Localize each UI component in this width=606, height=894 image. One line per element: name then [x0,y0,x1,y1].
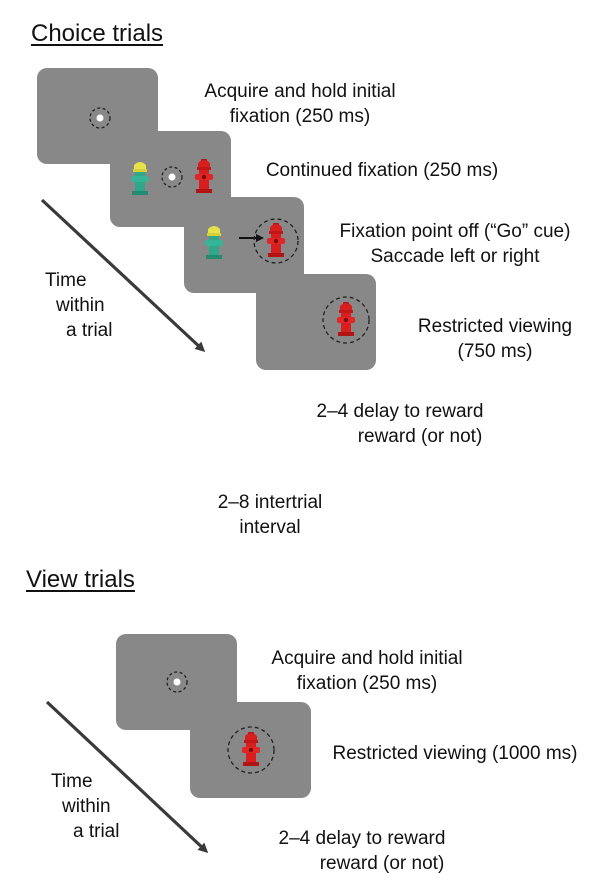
fixation-window-icon [161,166,183,188]
fixation-point-icon [173,678,181,686]
fixation-point-icon [96,114,104,122]
red-hydrant-icon [337,302,355,336]
view-trials-title: View trials [26,566,135,593]
red-hydrant-icon [195,159,213,193]
fixation-window-icon [166,671,188,693]
red-hydrant-icon [242,732,260,766]
green-hydrant-icon [205,226,223,259]
time-arrow-icon [40,198,206,353]
choice-step-2-label: Continued fixation (250 ms) [265,160,499,181]
fixation-point-icon [168,173,176,181]
choice-step-4-label: Restricted viewing(750 ms) [417,316,573,362]
time-arrow-icon [45,700,209,854]
fixation-window-icon [253,218,299,264]
choice-step-3-label: Fixation point off (“Go” cue)Saccade lef… [339,221,571,267]
choice-screen-4 [256,274,376,370]
view-step-2-label: Restricted viewing (1000 ms) [332,743,578,764]
fixation-window-icon [322,296,370,344]
green-hydrant-icon [131,162,149,195]
red-hydrant-icon [267,223,285,257]
fixation-window-icon [89,107,111,129]
choice-trials-title: Choice trials [31,20,164,47]
fixation-window-icon [227,726,275,774]
